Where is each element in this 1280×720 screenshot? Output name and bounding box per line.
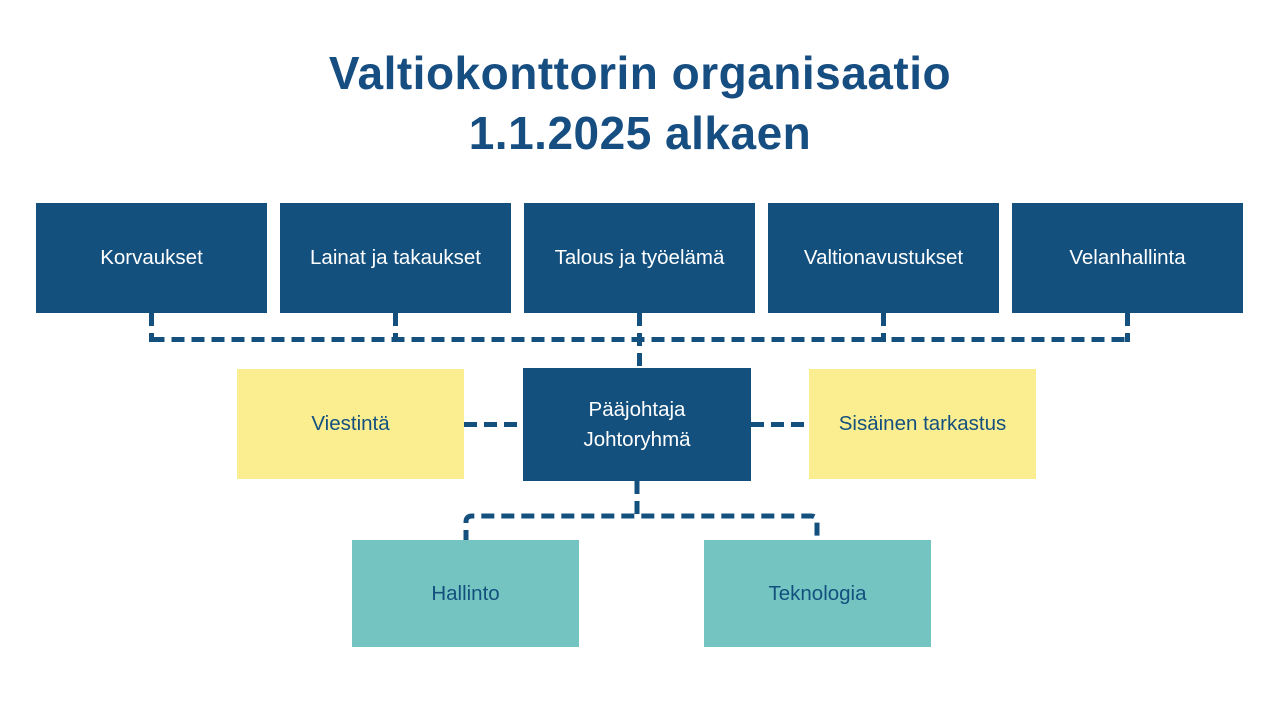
org-box-velanhallinta: Velanhallinta: [1012, 203, 1243, 313]
org-box-teknologia: Teknologia: [704, 540, 931, 647]
page-title-line1: Valtiokonttorin organisaatio: [328, 47, 952, 99]
org-box-label: Hallinto: [431, 581, 500, 605]
org-box-label-line2: Johtoryhmä: [583, 427, 691, 451]
org-box-label: Velanhallinta: [1069, 246, 1186, 270]
org-box-viestinta: Viestintä: [237, 369, 464, 479]
org-box-label: Lainat ja takaukset: [310, 246, 481, 270]
org-box-lainat-ja-takaukset: Lainat ja takaukset: [280, 203, 511, 313]
org-box-label: Valtionavustukset: [803, 246, 964, 270]
org-box-label: Viestintä: [311, 412, 390, 436]
org-box-label-line1: Pääjohtaja: [588, 397, 686, 421]
connector-bottom-bracket: [463, 513, 820, 543]
org-box-label: Teknologia: [768, 581, 867, 605]
org-box-paajohtaja-johtoryhma: Pääjohtaja Johtoryhmä: [523, 368, 751, 481]
org-box-label: Talous ja työelämä: [554, 246, 725, 270]
org-box-sisainen-tarkastus: Sisäinen tarkastus: [809, 369, 1036, 479]
org-box-label: Sisäinen tarkastus: [838, 412, 1007, 436]
org-box-talous-ja-tyoelama: Talous ja työelämä: [524, 203, 755, 313]
page-title: Valtiokonttorin organisaatio 1.1.2025 al…: [0, 44, 1280, 164]
org-box-label: Korvaukset: [100, 246, 203, 270]
org-box-hallinto: Hallinto: [352, 540, 579, 647]
org-box-valtionavustukset: Valtionavustukset: [768, 203, 999, 313]
page-title-line2: 1.1.2025 alkaen: [468, 106, 812, 159]
org-box-korvaukset: Korvaukset: [36, 203, 267, 313]
